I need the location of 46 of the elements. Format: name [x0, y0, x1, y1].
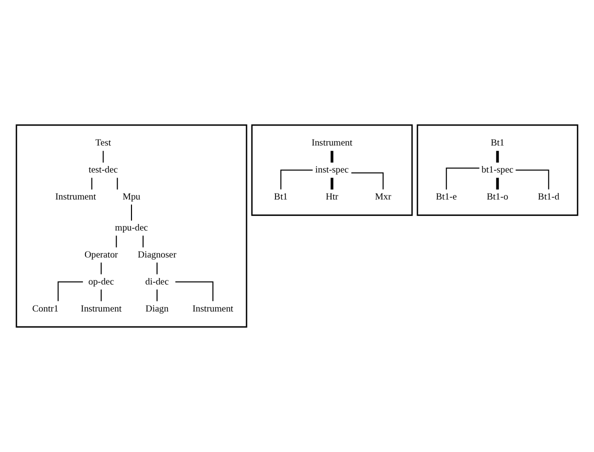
node-text: op-dec — [88, 277, 114, 288]
connector — [58, 281, 83, 302]
connector — [100, 290, 102, 302]
connector — [280, 170, 313, 190]
node-text: Mpu — [122, 192, 140, 203]
node-text: Instrument — [80, 304, 122, 314]
node-text: inst-spec — [315, 166, 349, 176]
connector — [91, 178, 92, 190]
node-text: Diagnoser — [138, 250, 176, 260]
node-text: Diagn — [146, 304, 169, 314]
node-text: Bt1-o — [486, 192, 508, 203]
node-text: Htr — [326, 192, 338, 203]
node-text: Contr1 — [32, 304, 58, 314]
node-text: Bt1-d — [538, 192, 560, 203]
connector — [116, 178, 118, 190]
cluster — [251, 124, 413, 216]
connector — [330, 150, 334, 163]
connector — [142, 236, 144, 248]
connector — [156, 262, 158, 274]
node-text: Test — [95, 138, 111, 149]
cluster — [416, 124, 578, 216]
cluster — [16, 124, 248, 328]
connector — [130, 204, 132, 221]
connector — [100, 262, 102, 274]
connector — [175, 281, 214, 302]
node-text: bt1-spec — [482, 166, 514, 176]
node-text: Bt1 — [274, 192, 288, 203]
node-text: Bt1 — [490, 138, 504, 149]
connector — [330, 178, 334, 190]
node-text: Instrument — [192, 304, 234, 314]
node-text: test-dec — [88, 166, 118, 176]
connector — [156, 290, 158, 302]
connector — [496, 178, 499, 190]
connector — [351, 172, 384, 190]
node-text: mpu-dec — [115, 224, 148, 234]
node-text: Bt1-e — [436, 192, 457, 203]
connector — [496, 150, 499, 163]
connector — [516, 170, 550, 190]
node-text: Mxr — [375, 192, 392, 203]
node-text: Instrument — [312, 138, 352, 149]
connector — [116, 236, 117, 248]
node-text: Operator — [84, 250, 118, 260]
node-text: Instrument — [55, 192, 96, 203]
connector — [102, 150, 104, 163]
connector — [446, 168, 480, 190]
node-text: di-dec — [145, 277, 169, 288]
